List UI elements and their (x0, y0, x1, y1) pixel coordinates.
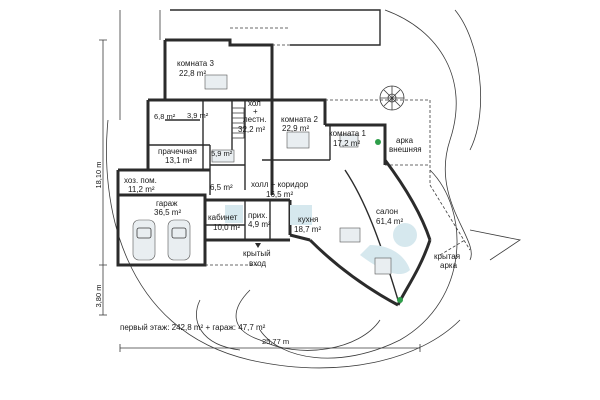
hall-corridor-name: холл + коридор (251, 180, 309, 189)
covered-arch-l1: крытая (434, 252, 460, 261)
garage-cars (132, 219, 191, 261)
covered-entry-l2: вход (249, 259, 266, 268)
area-summary: первый этаж: 242,8 m² + гараж: 47,7 m² (120, 323, 266, 332)
laundry-name: прачечная (158, 147, 197, 156)
height-main-dim: 18,10 m (94, 161, 103, 188)
vestibule-area: 4,9 m² (248, 220, 271, 229)
wc2-area: 3,9 m² (187, 111, 209, 120)
covered-entry-l1: крытый (243, 249, 271, 258)
main-stair (231, 107, 245, 139)
room2-area: 22,9 m² (282, 124, 309, 133)
outer-arch-lines (205, 44, 471, 266)
vestibule-name: прих. (248, 211, 267, 220)
room-labels: комната 3 22,8 m² 6,8 m² 3,9 m² хол + ле… (124, 59, 403, 234)
garage-area: 36,5 m² (154, 208, 181, 217)
utility-area: 11,2 m² (128, 185, 155, 194)
bath-area: 5,9 m² (211, 149, 233, 158)
width-total-dim: 25,77 m (262, 337, 289, 346)
utility-name: хоз. пом. (124, 176, 157, 185)
outer-arch-l2: внешняя (389, 145, 422, 154)
hall-stairs-area: 32,2 m² (238, 125, 265, 134)
office-area: 10,0 m² (213, 223, 240, 232)
hall-corridor-area: 16,5 m² (266, 190, 293, 199)
room1-area: 17,2 m² (333, 139, 360, 148)
room2-name: комната 2 (281, 115, 318, 124)
entry-arrow-icon (255, 243, 261, 248)
dimension-lines: 18,10 m 3,80 m 25,77 m (94, 39, 421, 352)
garage-name: гараж (156, 199, 178, 208)
salon-area: 61,4 m² (376, 217, 403, 226)
plants (375, 139, 403, 303)
external-labels: арка внешняя крытая арка крытый вход (243, 136, 460, 270)
hall-stairs-l1: хол (248, 99, 261, 108)
office-name: кабинет (208, 213, 238, 222)
furniture (204, 74, 417, 275)
kitchen-name: кухня (298, 215, 318, 224)
closet-area: 6,5 m² (210, 183, 233, 192)
outer-arch-l1: арка (396, 136, 414, 145)
room3-area: 22,8 m² (179, 69, 206, 78)
hall-stairs-l2: + (253, 107, 258, 116)
kitchen-area: 18,7 m² (294, 225, 321, 234)
covered-arch-l2: арка (440, 261, 458, 270)
top-terrace (170, 9, 381, 46)
wc1-area: 6,8 m² (154, 112, 176, 121)
room3-name: комната 3 (177, 59, 214, 68)
room1-name: комната 1 (329, 129, 366, 138)
salon-name: салон (376, 207, 398, 216)
laundry-area: 13,1 m² (165, 156, 192, 165)
hall-stairs-l3: лестн. (243, 115, 266, 124)
spiral-stair (379, 85, 405, 111)
height-extra-dim: 3,80 m (94, 285, 103, 308)
site-outline (106, 9, 522, 369)
